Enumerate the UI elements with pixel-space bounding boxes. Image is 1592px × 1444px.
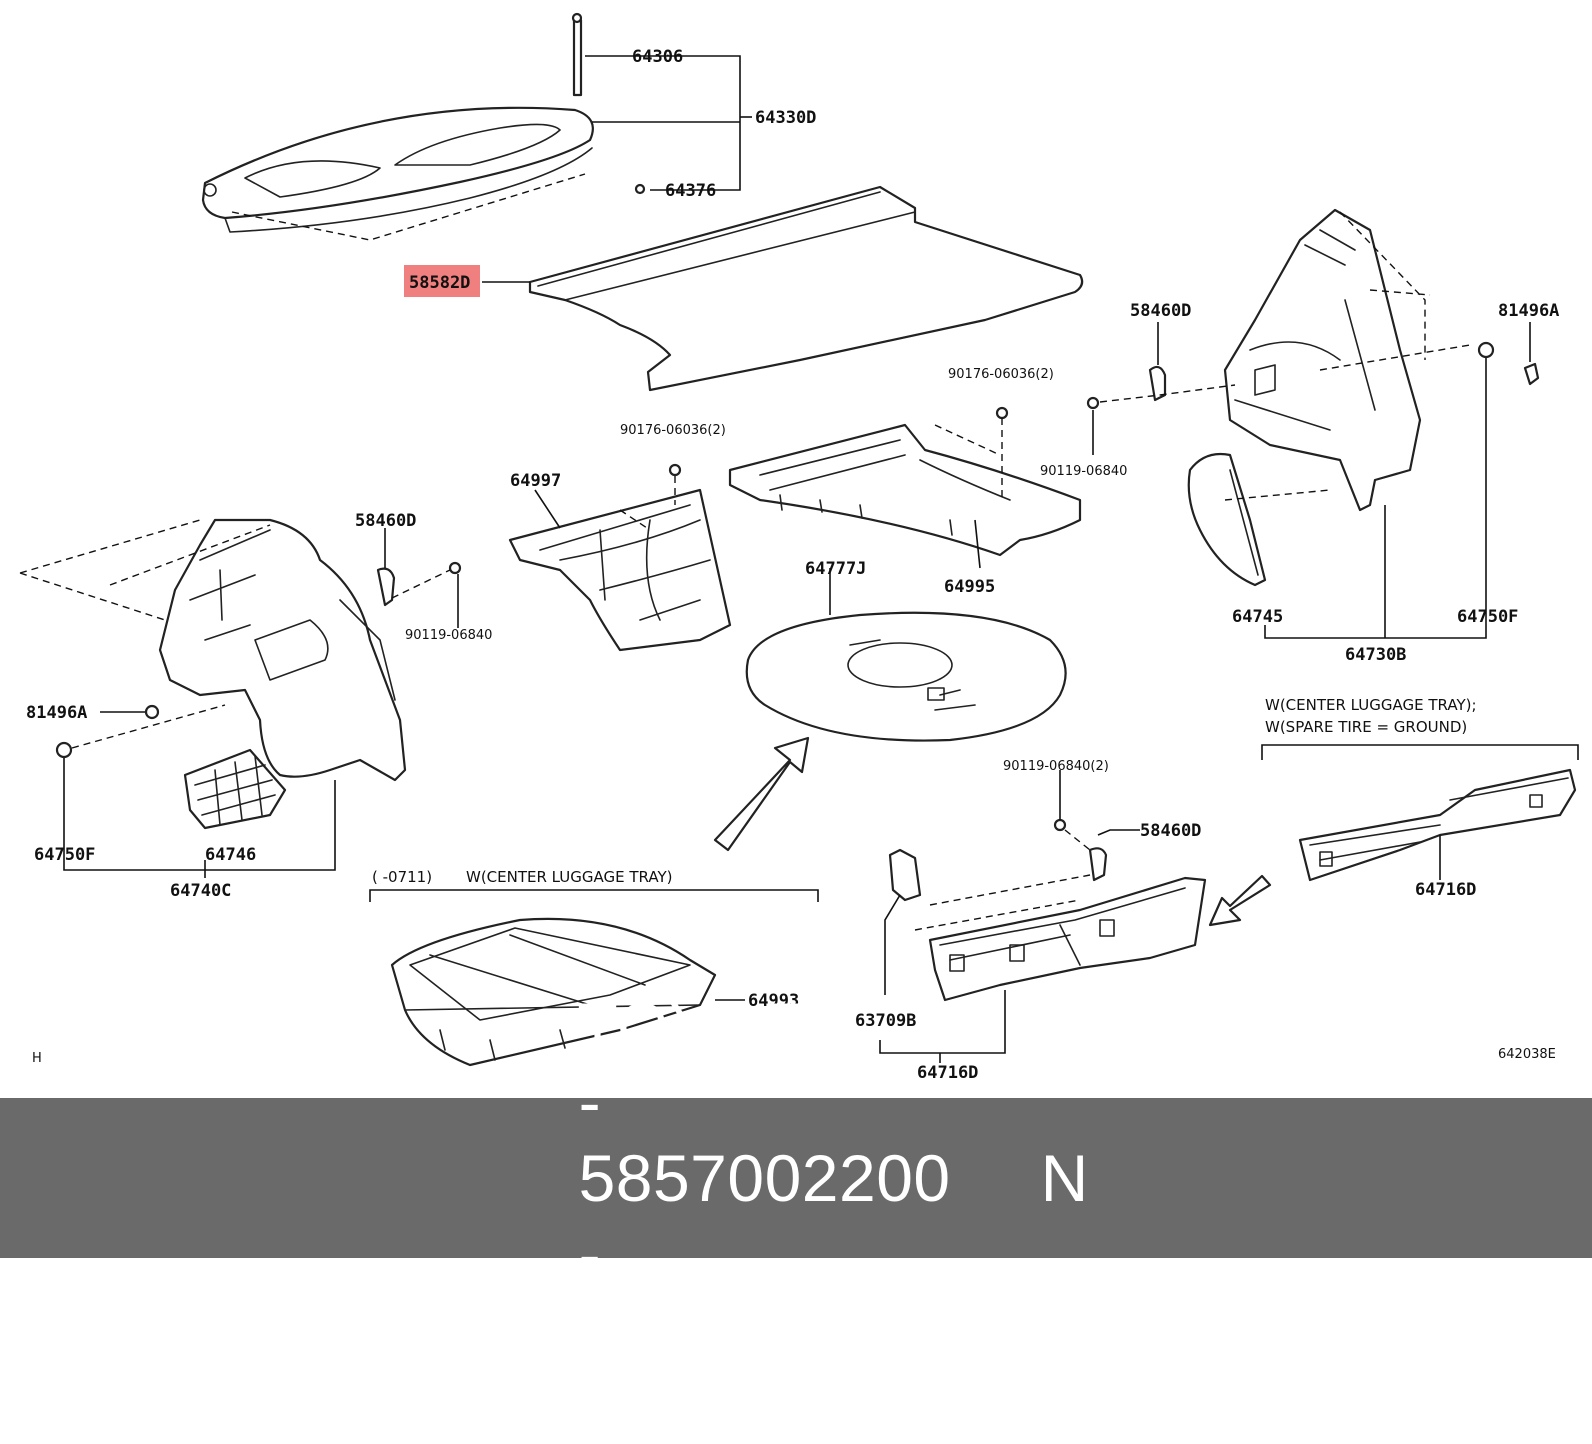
label-90176-mid: 90176-06036(2) <box>620 423 726 438</box>
caption-ref-code: 58582D <box>578 1293 813 1367</box>
tray-64997-shape <box>508 488 732 652</box>
corner-mark: H <box>32 1051 42 1066</box>
pad-64745-shape <box>1187 452 1267 587</box>
label-81496A-left: 81496A <box>26 703 87 723</box>
grille-64746-shape <box>183 748 287 830</box>
caption-ref-prefix: N <box>1040 1141 1089 1215</box>
highlight-box <box>404 265 480 297</box>
spare-tire-cover-shape <box>745 611 1067 742</box>
note-tray: W(CENTER LUGGAGE TRAY) <box>466 868 672 886</box>
label-64750F-right: 64750F <box>1457 607 1518 627</box>
label-64746: 64746 <box>205 845 256 865</box>
label-64716D-bottom: 64716D <box>917 1063 978 1083</box>
bracket-left-shape <box>376 567 396 607</box>
note-right-line1: W(CENTER LUGGAGE TRAY); <box>1265 696 1477 714</box>
drawing-id: 642038E <box>1498 1047 1556 1062</box>
label-64730B: 64730B <box>1345 645 1406 665</box>
label-64330D: 64330D <box>755 108 816 128</box>
caption-dash-2: - <box>578 1217 602 1291</box>
right-side-trim-shape <box>1223 208 1422 512</box>
label-81496A-right: 81496A <box>1498 301 1559 321</box>
scuff-plate-right-shape <box>1298 768 1577 882</box>
caption-text: TOYOTA - 5857002200 N - 58582D <box>503 912 1089 1444</box>
direction-arrow-shape <box>713 736 810 852</box>
label-63709B: 63709B <box>855 1011 916 1031</box>
parts-diagram: 64306 64330D 64376 58582D 58460D 81496A … <box>19 12 1579 1083</box>
label-64750F-left: 64750F <box>34 845 95 865</box>
caption-brand: TOYOTA <box>577 989 846 1063</box>
label-64993: 64993 <box>748 991 799 1011</box>
note-tray-prefix: ( -0711) <box>372 868 432 886</box>
caption-bar: TOYOTA - 5857002200 N - 58582D <box>0 989 1592 1367</box>
label-58460D-left: 58460D <box>355 511 416 531</box>
label-64376: 64376 <box>665 181 716 201</box>
label-90119-bottom: 90119-06840(2) <box>1003 759 1109 774</box>
small-arrow-shape <box>1208 874 1272 927</box>
label-64740C: 64740C <box>170 881 231 901</box>
label-64777J: 64777J <box>805 559 866 579</box>
bracket-63709b-shape <box>888 848 922 902</box>
support-rod-shape <box>571 12 583 97</box>
caption-dash-1: - <box>578 1065 602 1139</box>
label-90119-left: 90119-06840 <box>405 628 492 643</box>
label-64995: 64995 <box>944 577 995 597</box>
label-64745: 64745 <box>1232 607 1283 627</box>
tray-64995-shape <box>728 423 1082 557</box>
floor-mat-shape <box>528 185 1084 392</box>
label-58460D-bottom: 58460D <box>1140 821 1201 841</box>
note-right-line2: W(SPARE TIRE = GROUND) <box>1265 718 1467 736</box>
label-64306: 64306 <box>632 47 683 67</box>
label-90119-right: 90119-06840 <box>1040 464 1127 479</box>
label-64997: 64997 <box>510 471 561 491</box>
label-58582D: 58582D <box>409 273 470 293</box>
label-58460D-top: 58460D <box>1130 301 1191 321</box>
label-90176-right: 90176-06036(2) <box>948 367 1054 382</box>
caption-part-number: 5857002200 <box>578 1141 951 1215</box>
label-64716D-right: 64716D <box>1415 880 1476 900</box>
package-tray-shape <box>201 106 594 233</box>
luggage-tray-shape <box>390 917 717 1067</box>
scuff-plate-bottom-shape <box>928 876 1207 1002</box>
left-side-trim-shape <box>158 518 407 782</box>
clip-64376-shape <box>634 183 646 195</box>
exploded-view-drawing: 64306 64330D 64376 58582D 58460D 81496A … <box>19 12 1579 1083</box>
